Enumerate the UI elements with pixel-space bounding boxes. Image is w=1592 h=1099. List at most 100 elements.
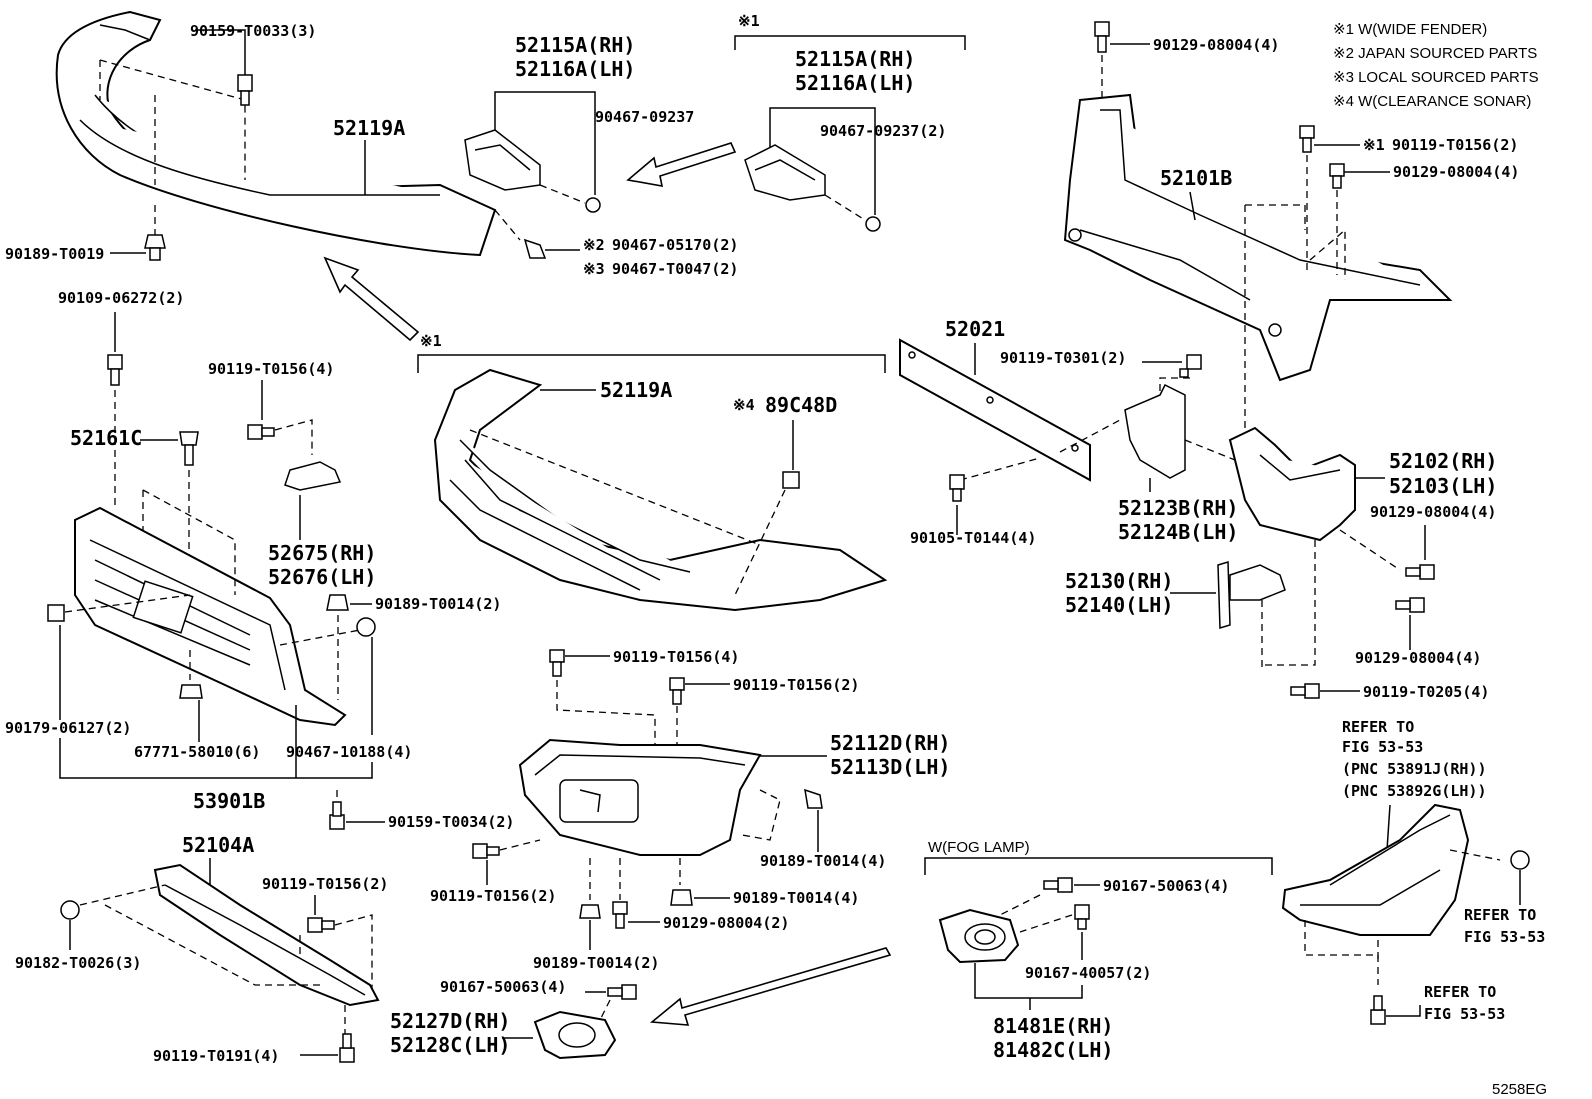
label-90182-T0026: 90182-T0026(3): [15, 954, 141, 972]
bolt-90159-T0033[interactable]: [237, 74, 253, 106]
clip-90467-05170[interactable]: [523, 238, 547, 259]
bolt-90119-T0191[interactable]: [339, 1033, 355, 1063]
nut-90182-T0026[interactable]: [60, 900, 80, 920]
label-90119-T0156-4a: 90119-T0156(4): [208, 360, 334, 378]
clip-90189-T0019[interactable]: [144, 234, 166, 261]
bumper-cover-upper[interactable]: [55, 10, 497, 257]
note-clearance-sonar: ※4 W(CLEARANCE SONAR): [1333, 93, 1531, 110]
refer2-line2: FIG 53-53: [1464, 928, 1545, 946]
nut-90179-06127[interactable]: [47, 604, 65, 622]
clip-67771-58010[interactable]: [179, 684, 203, 699]
label-90119-T0156-2d: 90119-T0156(2): [262, 875, 388, 893]
bumper-cover-wide-fender[interactable]: [433, 368, 888, 612]
bolt-90119-T0205[interactable]: [1290, 683, 1320, 699]
bolt-90129-08004-c[interactable]: [1405, 564, 1435, 580]
clip-refer-fig-53-53-a[interactable]: [1510, 850, 1530, 870]
fog-cover-52127D[interactable]: [533, 1010, 617, 1060]
note-local-sourced: ※3 LOCAL SOURCED PARTS: [1333, 69, 1539, 86]
bolt-refer-fig-53-53-b[interactable]: [1370, 995, 1386, 1025]
sensor-89C48D[interactable]: [782, 471, 800, 489]
label-81482C: 81482C(LH): [993, 1038, 1113, 1062]
bolt-90159-T0034[interactable]: [329, 801, 345, 830]
note-japan-sourced: ※2 JAPAN SOURCED PARTS: [1333, 45, 1537, 62]
bolt-90167-50063-b[interactable]: [1043, 877, 1073, 893]
label-90159-T0034: 90159-T0034(2): [388, 813, 514, 831]
bolt-90129-08004-b[interactable]: [1329, 163, 1345, 189]
label-90189-T0014-2a: 90189-T0014(2): [375, 595, 501, 613]
bolt-90129-08004-d[interactable]: [1395, 597, 1425, 613]
bolt-90129-08004-top[interactable]: [1094, 21, 1110, 53]
bumper-extension-52112D[interactable]: [518, 738, 762, 856]
bolt-90119-T0301[interactable]: [1179, 354, 1202, 378]
label-fog-lamp-group: W(FOG LAMP): [928, 839, 1030, 856]
fog-lamp-bezel-81481E[interactable]: [938, 908, 1020, 964]
screw-90467-09237[interactable]: [585, 197, 601, 213]
label-52140: 52140(LH): [1065, 593, 1173, 617]
refer2-line1: REFER TO: [1464, 906, 1536, 924]
bolt-90109-06272[interactable]: [107, 354, 123, 386]
refer1-line3: (PNC 53891J(RH)): [1342, 760, 1487, 778]
bracket-52115A-left[interactable]: [464, 129, 541, 191]
label-52130: 52130(RH): [1065, 569, 1173, 593]
bolt-90119-T0156-4b[interactable]: [549, 649, 565, 677]
clip-90189-T0014-4b[interactable]: [670, 889, 693, 906]
clip-52161C[interactable]: [179, 431, 199, 466]
label-90467-09237-2: 90467-09237(2): [820, 122, 946, 140]
marker-4: ※4: [733, 396, 755, 414]
label-90129-08004-a: 90129-08004(4): [1153, 36, 1279, 54]
figure-code: 5258EG: [1492, 1081, 1547, 1098]
bolt-90119-T0156-2d[interactable]: [307, 917, 335, 933]
bracket-52115A-right[interactable]: [744, 144, 826, 201]
label-52113D: 52113D(LH): [830, 755, 950, 779]
label-52123B: 52123B(RH): [1118, 496, 1238, 520]
marker-1-bracket: ※1: [738, 12, 760, 30]
label-90129-08004-b: 90129-08004(4): [1393, 163, 1519, 181]
bolt-90167-40057[interactable]: [1074, 904, 1090, 930]
label-52021: 52021: [945, 317, 1005, 341]
label-52103: 52103(LH): [1389, 474, 1497, 498]
label-90119-T0191: 90119-T0191(4): [153, 1047, 279, 1065]
label-90159-T0033: 90159-T0033(3): [190, 22, 316, 40]
fender-liner-reference[interactable]: [1281, 803, 1470, 936]
clip-90189-T0014-2a[interactable]: [326, 594, 349, 611]
label-90467-09237: 90467-09237: [595, 108, 694, 126]
label-90109-06272: 90109-06272(2): [58, 289, 184, 307]
bracket-52675[interactable]: [284, 461, 342, 491]
bolt-90119-T0156-4a[interactable]: [247, 424, 275, 440]
clip-90189-T0014-2b[interactable]: [579, 904, 601, 919]
marker-3: ※3: [583, 260, 605, 278]
label-67771-58010: 67771-58010(6): [134, 743, 260, 761]
label-90167-40057: 90167-40057(2): [1025, 964, 1151, 982]
bolt-90119-T0156-2c[interactable]: [472, 843, 500, 859]
label-52127D: 52127D(RH): [390, 1009, 510, 1033]
bolt-90119-T0156-2a[interactable]: [1299, 125, 1315, 153]
label-90167-50063-b: 90167-50063(4): [1103, 877, 1229, 895]
bracket-52123B[interactable]: [1124, 383, 1186, 479]
bolt-90167-50063-a[interactable]: [607, 984, 637, 1000]
marker-2: ※2: [583, 236, 605, 254]
label-90129-08004-c: 90129-08004(4): [1370, 503, 1496, 521]
label-90119-T0156-2c: 90119-T0156(2): [430, 887, 556, 905]
label-90467-T0047: 90467-T0047(2): [612, 260, 738, 278]
grille-53901B[interactable]: [74, 506, 347, 727]
nut-90467-10188[interactable]: [356, 617, 376, 637]
refer1-line1: REFER TO: [1342, 718, 1414, 736]
bolt-90129-08004-2[interactable]: [612, 901, 628, 929]
label-52101B: 52101B: [1160, 166, 1232, 190]
reinforcement-52101B[interactable]: [1063, 93, 1453, 382]
bracket-52130[interactable]: [1217, 561, 1286, 629]
label-90189-T0014-4a: 90189-T0014(4): [760, 852, 886, 870]
bracket-52102[interactable]: [1228, 426, 1356, 542]
label-90167-50063-a: 90167-50063(4): [440, 978, 566, 996]
support-52104A[interactable]: [153, 863, 380, 1007]
screw-90467-09237-2[interactable]: [865, 216, 881, 232]
clip-90189-T0014-4a[interactable]: [804, 788, 823, 809]
label-90119-T0156-2a: 90119-T0156(2): [1392, 136, 1518, 154]
bolt-90105-T0144[interactable]: [949, 474, 965, 502]
label-52128C: 52128C(LH): [390, 1033, 510, 1057]
label-90119-T0301: 90119-T0301(2): [1000, 349, 1126, 367]
label-90189-T0014-2b: 90189-T0014(2): [533, 954, 659, 972]
plate-52021[interactable]: [899, 338, 1091, 482]
bolt-90119-T0156-2b[interactable]: [669, 677, 685, 705]
